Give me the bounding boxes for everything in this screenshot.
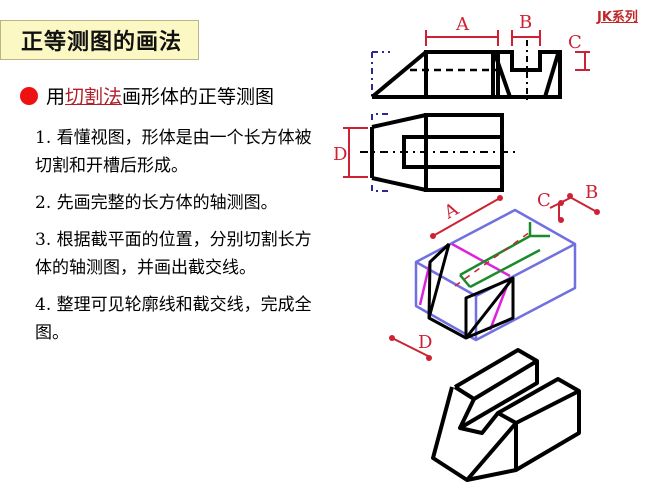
dim-label-c: C xyxy=(568,32,582,53)
side-view: B C xyxy=(491,12,590,102)
iso-label-d: D xyxy=(418,332,432,353)
iso-label-c: C xyxy=(537,190,551,211)
bullet-dot-icon xyxy=(20,86,38,105)
subtitle: 用 切割法 画形体的正等测图 xyxy=(20,82,274,109)
step-number: 2. xyxy=(35,193,52,213)
title-box: 正等测图的画法 xyxy=(0,20,199,60)
subtitle-method: 切割法 xyxy=(65,86,123,108)
iso-label-b: B xyxy=(585,182,598,203)
series-tag: JK系列 xyxy=(597,10,638,25)
subtitle-prefix: 用 xyxy=(46,86,66,108)
step-text: 根据截平面的位置，分别切割长方体的轴测图，并画出截交线。 xyxy=(35,230,312,278)
top-view: D xyxy=(333,113,515,192)
step-text: 整理可见轮廓线和截交线，完成全图。 xyxy=(35,295,312,343)
front-view: A xyxy=(370,14,500,99)
step-number: 3. xyxy=(35,230,52,250)
step-1: 1. 看懂视图，形体是由一个长方体被切割和开槽后形成。 xyxy=(35,124,325,180)
final-isometric xyxy=(431,348,581,482)
step-2: 2. 先画完整的长方体的轴测图。 xyxy=(35,189,325,217)
subtitle-suffix: 画形体的正等测图 xyxy=(122,86,275,108)
dim-label-b: B xyxy=(519,12,532,33)
dim-label-a: A xyxy=(455,14,470,35)
dim-label-d: D xyxy=(333,144,347,165)
page-title: 正等测图的画法 xyxy=(21,30,183,55)
step-number: 1. xyxy=(35,128,52,148)
step-text: 先画完整的长方体的轴测图。 xyxy=(56,193,278,213)
steps-list: 1. 看懂视图，形体是由一个长方体被切割和开槽后形成。 2. 先画完整的长方体的… xyxy=(35,124,325,356)
step-number: 4. xyxy=(35,295,52,315)
step-text: 看懂视图，形体是由一个长方体被切割和开槽后形成。 xyxy=(35,128,312,176)
step-3: 3. 根据截平面的位置，分别切割长方体的轴测图，并画出截交线。 xyxy=(35,226,325,282)
isometric-construction: A C B D xyxy=(389,182,600,361)
step-4: 4. 整理可见轮廓线和截交线，完成全图。 xyxy=(35,291,325,347)
drawings: A B C D A xyxy=(333,12,600,482)
